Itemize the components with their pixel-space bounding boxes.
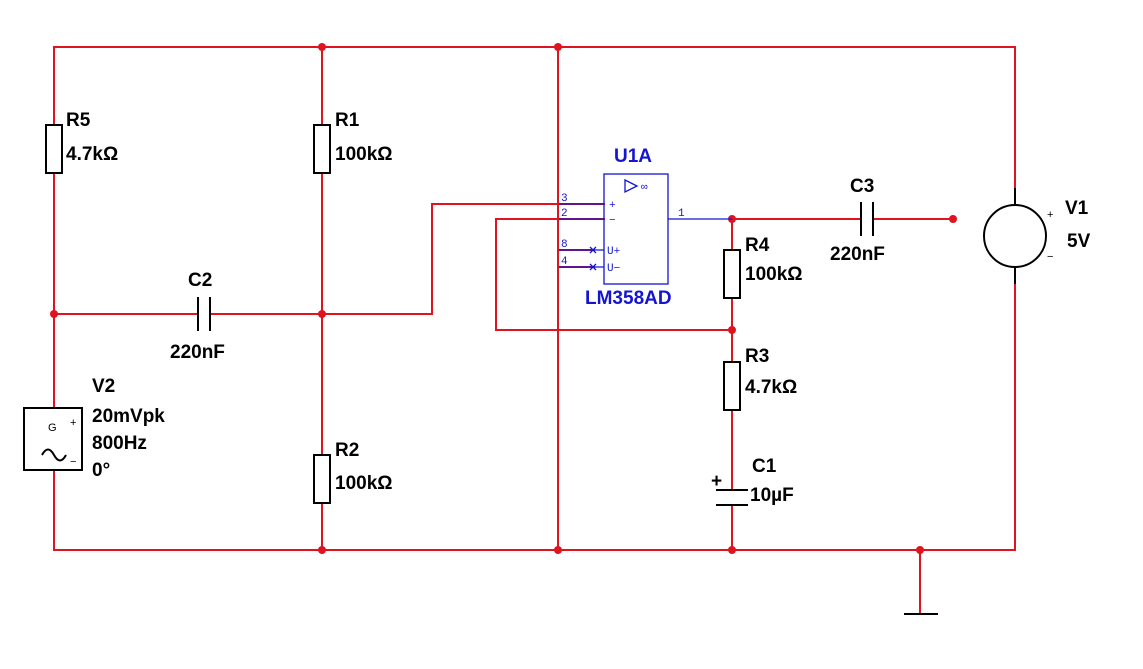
- sine-wave-icon: [41, 448, 67, 462]
- r3-ref: R3: [745, 346, 769, 367]
- v2-plus: +: [70, 417, 76, 429]
- junction: [318, 43, 326, 51]
- r4-ref: R4: [745, 235, 770, 256]
- r1-value: 100kΩ: [335, 144, 393, 165]
- v2-phase: 0°: [92, 460, 110, 481]
- c3-ref: C3: [850, 176, 874, 197]
- c1-polarity: +: [711, 471, 722, 492]
- opamp-triangle-icon: [624, 178, 639, 194]
- r1-ref: R1: [335, 110, 360, 131]
- junction: [554, 43, 562, 51]
- u1a-input-minus: −: [609, 215, 616, 227]
- u1a-part: LM358AD: [585, 288, 672, 309]
- signal-generator-v2[interactable]: G + −: [23, 407, 83, 471]
- capacitor-c3[interactable]: [860, 202, 874, 236]
- junction: [50, 310, 58, 318]
- dc-source-v1[interactable]: + −: [983, 188, 1053, 284]
- wire-to-pin3: [431, 203, 605, 315]
- c3-value: 220nF: [830, 244, 885, 265]
- capacitor-c2[interactable]: [197, 297, 211, 331]
- junction: [554, 546, 562, 554]
- r5-ref: R5: [66, 110, 91, 131]
- junction: [916, 546, 924, 554]
- c2-value: 220nF: [170, 342, 225, 363]
- u1a-ref: U1A: [614, 146, 652, 167]
- wire-to-pin2: [495, 218, 733, 331]
- v2-amplitude: 20mVpk: [92, 406, 165, 427]
- pin-2-label: 2: [561, 208, 568, 220]
- r2-value: 100kΩ: [335, 473, 393, 494]
- r5-value: 4.7kΩ: [66, 144, 118, 165]
- u1a-vpos-label: U+: [607, 246, 620, 258]
- c1-value: 10µF: [750, 485, 794, 506]
- pin-3-label: 3: [561, 193, 568, 205]
- junction: [728, 546, 736, 554]
- u1a-vneg-label: U−: [607, 263, 620, 275]
- v2-minus: −: [70, 456, 76, 468]
- junction: [318, 546, 326, 554]
- gain-symbol: ∞: [641, 182, 648, 194]
- resistor-r2[interactable]: [313, 454, 331, 504]
- v1-plus: +: [1047, 209, 1053, 221]
- u1a-input-plus: +: [609, 200, 616, 212]
- junction: [728, 326, 736, 334]
- resistor-r1[interactable]: [313, 124, 331, 174]
- resistor-r3[interactable]: [723, 361, 741, 411]
- v1-value: 5V: [1067, 231, 1091, 252]
- v1-minus: −: [1047, 251, 1053, 263]
- junction: [949, 215, 957, 223]
- v2-frequency: 800Hz: [92, 433, 147, 454]
- v1-ref: V1: [1065, 198, 1089, 219]
- capacitor-c1[interactable]: [716, 489, 748, 506]
- v2-symbol: G: [48, 422, 57, 434]
- r2-ref: R2: [335, 440, 359, 461]
- v2-ref: V2: [92, 376, 115, 397]
- c1-ref: C1: [752, 456, 777, 477]
- opamp-u1a[interactable]: ∞ + − U+ U− 3 2 8 4 1: [559, 173, 732, 285]
- resistor-r5[interactable]: [45, 124, 63, 174]
- junction: [318, 310, 326, 318]
- pin-marker: [589, 246, 597, 271]
- pin-1-label: 1: [678, 208, 685, 220]
- c2-ref: C2: [188, 270, 212, 291]
- junctions: [50, 43, 957, 554]
- r4-value: 100kΩ: [745, 264, 803, 285]
- resistor-r4[interactable]: [723, 249, 741, 299]
- r3-value: 4.7kΩ: [745, 377, 797, 398]
- pin-8-label: 8: [561, 239, 568, 251]
- pin-4-label: 4: [561, 256, 568, 268]
